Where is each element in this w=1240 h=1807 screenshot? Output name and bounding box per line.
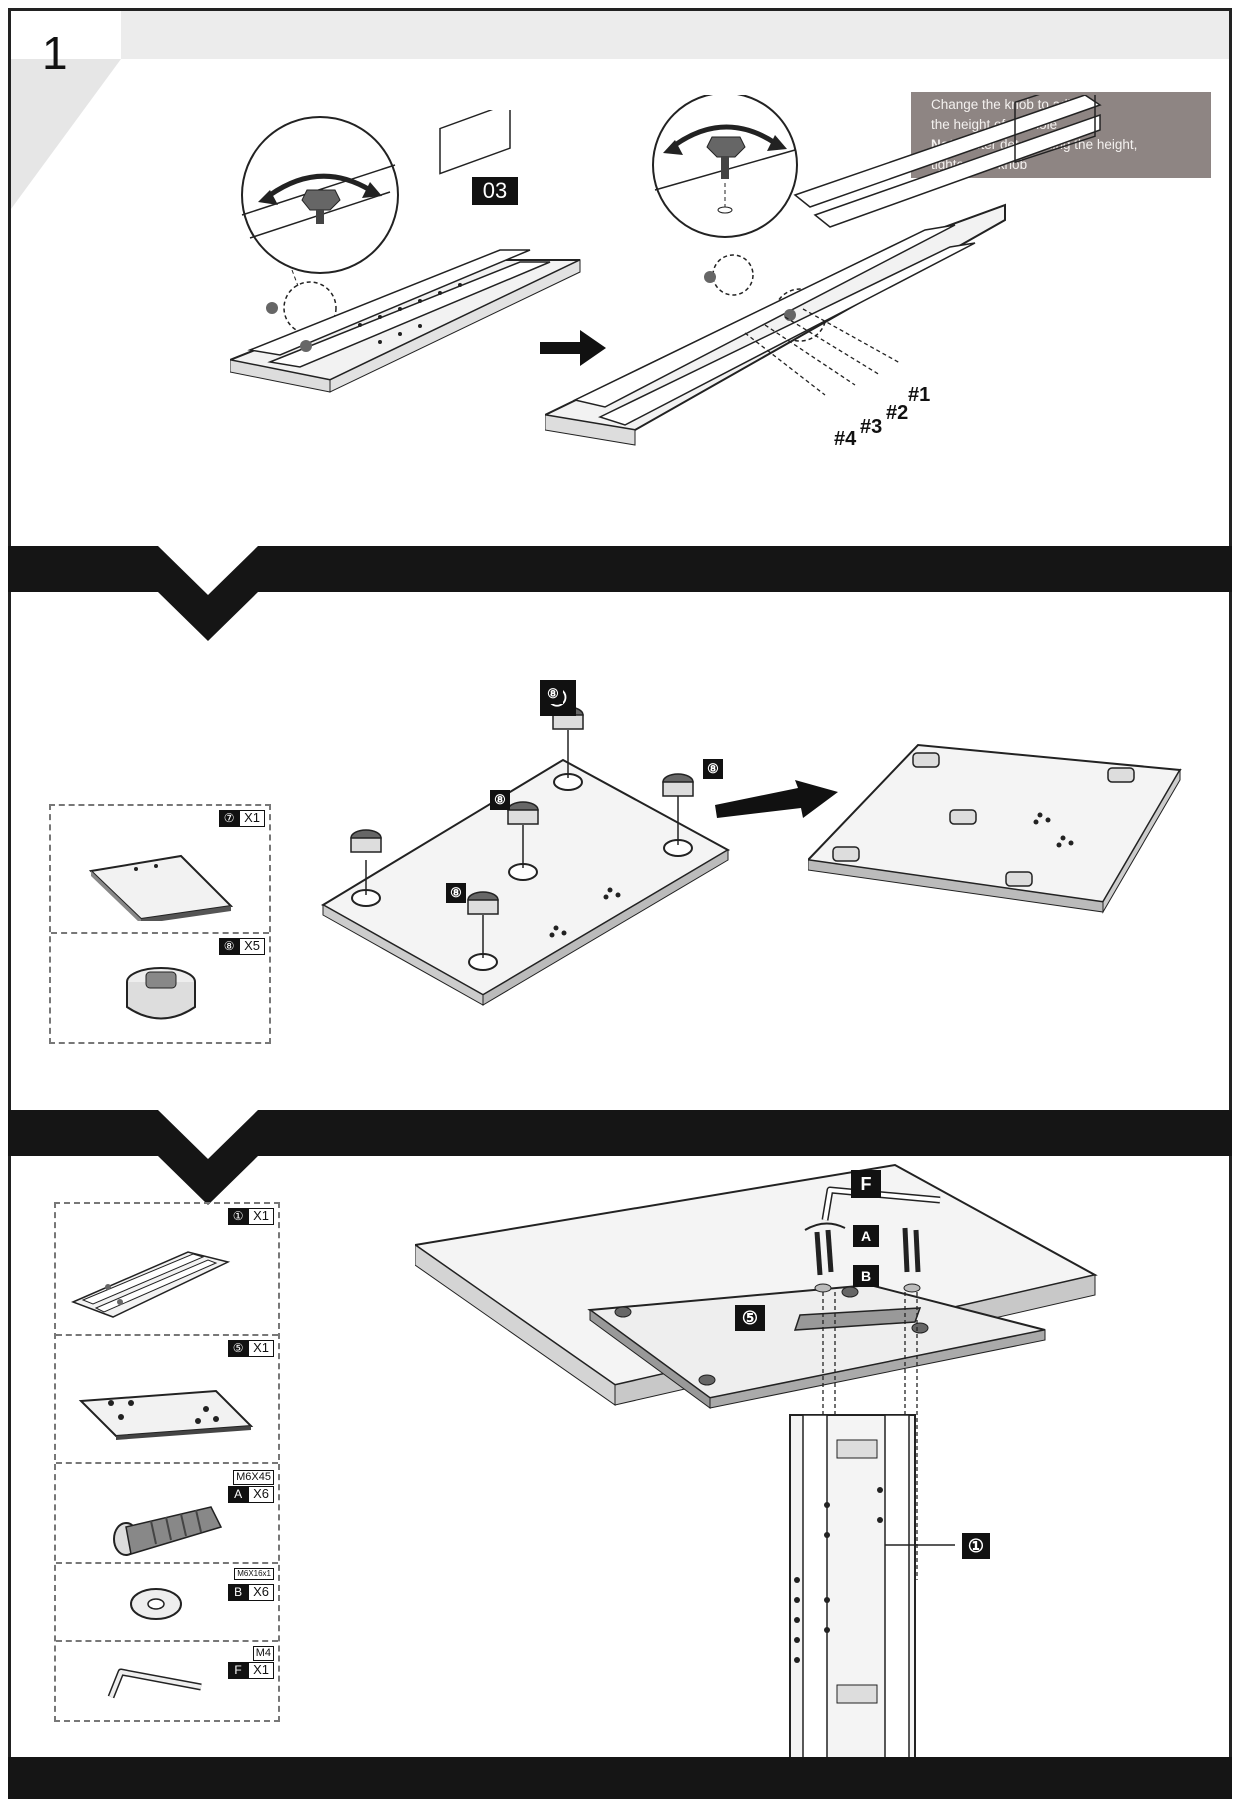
frame-assembly-after xyxy=(545,95,1102,446)
base-plate-with-pads xyxy=(321,706,731,1006)
column-icon xyxy=(71,1251,231,1318)
hole-label-2: #2 xyxy=(886,402,909,424)
section-divider-1 xyxy=(8,546,1232,641)
corner-fold xyxy=(11,11,121,209)
arrow-right-icon xyxy=(715,780,838,818)
hole-label-4: #4 xyxy=(834,428,857,450)
foot-callout-top: ⑧ xyxy=(543,684,563,704)
step-number: 1 xyxy=(42,27,68,79)
washer-icon xyxy=(130,1588,182,1620)
arrow-right-icon xyxy=(540,330,606,366)
bolt-icon xyxy=(113,1506,223,1556)
plate-icon xyxy=(88,854,234,921)
bracket-icon xyxy=(78,1389,254,1440)
hole-label-1: #1 xyxy=(908,384,931,406)
bracket-callout: ⑤ xyxy=(735,1305,765,1331)
washer-callout: B xyxy=(853,1265,879,1287)
foot-pad-icon xyxy=(126,967,196,1020)
foot-callout-center: ⑧ xyxy=(490,790,510,810)
column-callout: ① xyxy=(962,1533,990,1559)
bottom-band xyxy=(8,1757,1232,1799)
hex-key-callout: F xyxy=(851,1170,881,1198)
foot-callout-left: ⑧ xyxy=(446,883,466,903)
part-03-label: 03 xyxy=(472,177,518,205)
base-plate-assembled xyxy=(808,743,1182,914)
foot-callout-right: ⑧ xyxy=(703,759,723,779)
bolt-callout: A xyxy=(853,1225,879,1247)
section-divider-2 xyxy=(8,1110,1232,1205)
frame-assembly-before xyxy=(230,110,581,393)
desktop-mount-assembly xyxy=(415,1163,1098,1760)
header-strip xyxy=(11,11,1229,59)
hole-label-3: #3 xyxy=(860,416,883,438)
hex-key-icon xyxy=(107,1668,202,1699)
